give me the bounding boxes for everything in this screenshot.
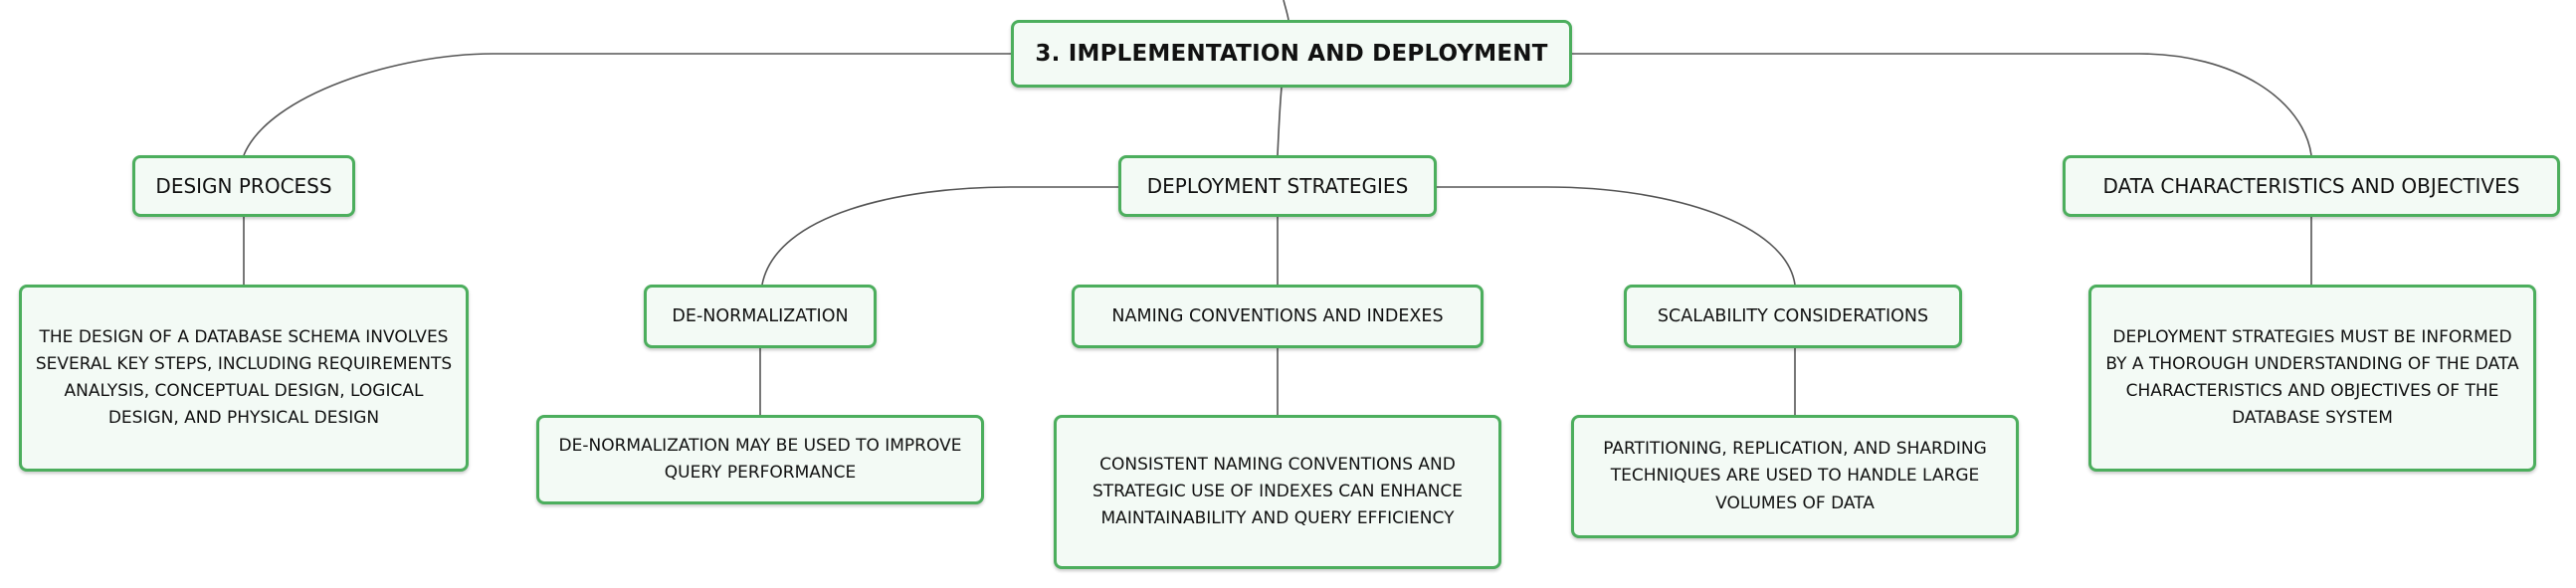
design-process-description-node[interactable]: THE DESIGN OF A DATABASE SCHEMA INVOLVES… (19, 285, 469, 472)
connector-parent-to-root (1283, 0, 1289, 21)
connector-root-to-data-characteristics (1572, 53, 2312, 156)
naming-conventions-description: CONSISTENT NAMING CONVENTIONS AND STRATE… (1091, 454, 1464, 529)
scalability-considerations-node[interactable]: SCALABILITY CONSIDERATIONS (1624, 285, 1962, 348)
connector-deployment-to-scalability (1437, 186, 1796, 286)
scalability-considerations-label: SCALABILITY CONSIDERATIONS (1657, 306, 1929, 326)
scalability-considerations-description: PARTITIONING, REPLICATION, AND SHARDING … (1603, 439, 1987, 513)
denormalization-description: DE-NORMALIZATION MAY BE USED TO IMPROVE … (558, 435, 962, 483)
design-process-description: THE DESIGN OF A DATABASE SCHEMA INVOLVES… (35, 326, 453, 429)
connector-root-to-design-process (243, 53, 1011, 156)
naming-conventions-label: NAMING CONVENTIONS AND INDEXES (1111, 306, 1444, 326)
data-characteristics-label: DATA CHARACTERISTICS AND OBJECTIVES (2102, 174, 2520, 198)
data-characteristics-description: DEPLOYMENT STRATEGIES MUST BE INFORMED B… (2105, 326, 2519, 429)
data-characteristics-node[interactable]: DATA CHARACTERISTICS AND OBJECTIVES (2063, 155, 2560, 217)
root-node-label: 3. IMPLEMENTATION AND DEPLOYMENT (1035, 41, 1548, 67)
denormalization-node[interactable]: DE-NORMALIZATION (644, 285, 877, 348)
naming-conventions-description-node[interactable]: CONSISTENT NAMING CONVENTIONS AND STRATE… (1054, 415, 1501, 569)
scalability-considerations-description-node[interactable]: PARTITIONING, REPLICATION, AND SHARDING … (1571, 415, 2019, 538)
denormalization-label: DE-NORMALIZATION (672, 306, 849, 326)
naming-conventions-node[interactable]: NAMING CONVENTIONS AND INDEXES (1072, 285, 1484, 348)
root-node[interactable]: 3. IMPLEMENTATION AND DEPLOYMENT (1011, 20, 1572, 88)
data-characteristics-description-node[interactable]: DEPLOYMENT STRATEGIES MUST BE INFORMED B… (2088, 285, 2536, 472)
connector-root-to-deployment-strategies (1277, 87, 1283, 156)
design-process-node[interactable]: DESIGN PROCESS (132, 155, 355, 217)
connector-deployment-to-denormalization (761, 186, 1118, 286)
design-process-label: DESIGN PROCESS (155, 174, 332, 198)
deployment-strategies-node[interactable]: DEPLOYMENT STRATEGIES (1118, 155, 1437, 217)
denormalization-description-node[interactable]: DE-NORMALIZATION MAY BE USED TO IMPROVE … (536, 415, 984, 504)
deployment-strategies-label: DEPLOYMENT STRATEGIES (1146, 174, 1409, 198)
